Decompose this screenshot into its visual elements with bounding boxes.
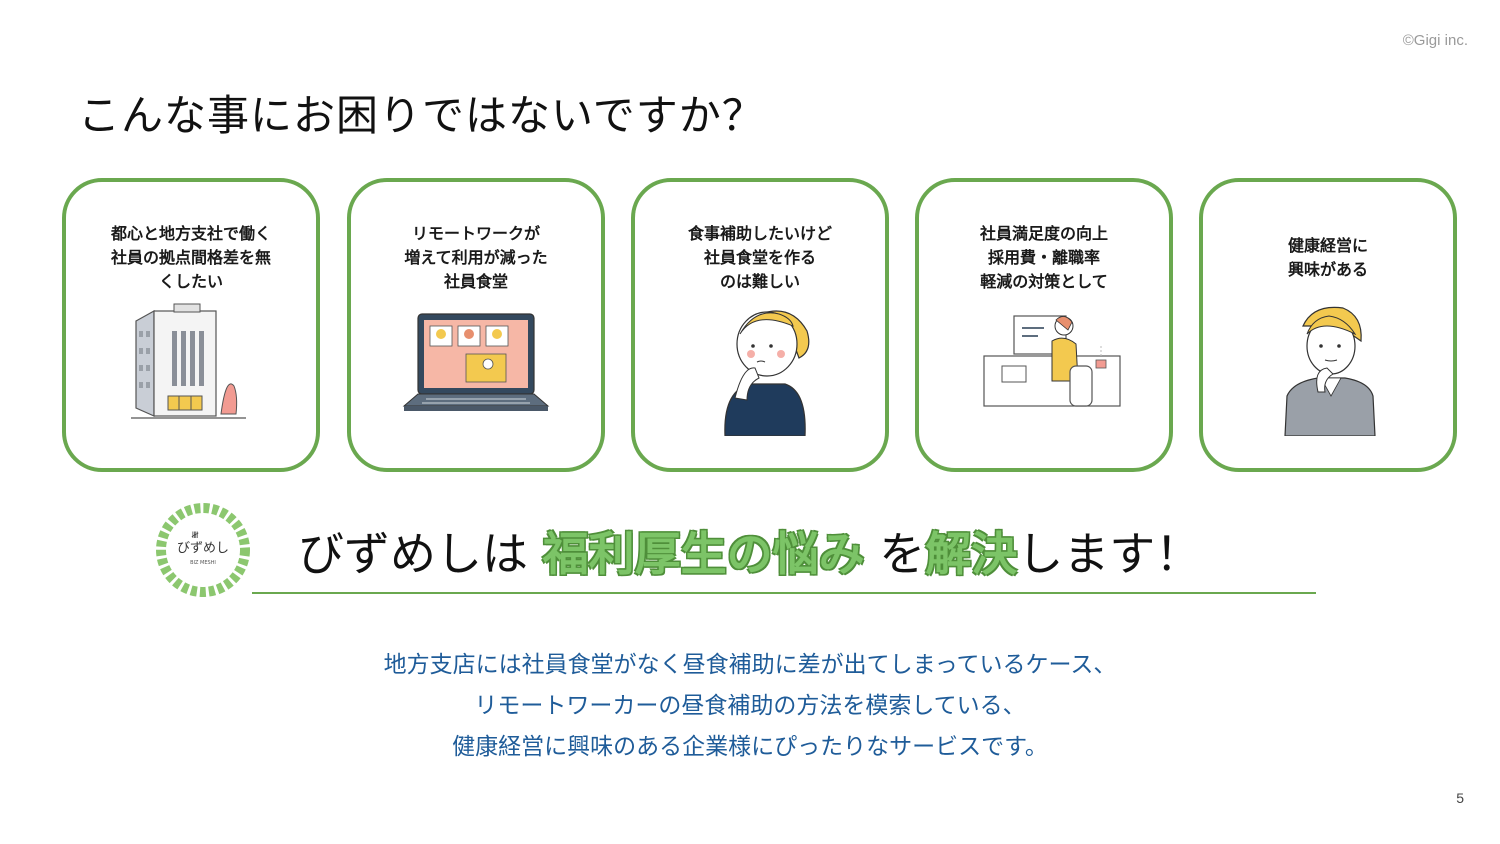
headline-highlight-solve: 解決 (925, 527, 1018, 581)
headline-part2: を (864, 527, 926, 581)
svg-text:𝍸: 𝍸 (191, 531, 199, 541)
headline-divider (252, 592, 1316, 594)
headline-highlight-welfare: 福利厚生の悩み (542, 527, 865, 581)
description-line: 健康経営に興味のある企業様にぴったりなサービスです。 (452, 734, 1048, 760)
card-text: 社員満足度の向上 採用費・離職率 軽減の対策として (979, 224, 1108, 291)
problem-card: 都心と地方支社で働く 社員の拠点間格差を無 くしたい (62, 178, 320, 472)
card-text: リモートワークが 増えて利用が減った 社員食堂 (404, 224, 548, 291)
businessman-thinking-illustration (1203, 296, 1453, 446)
page-number: 5 (1456, 790, 1464, 806)
description-line: 地方支店には社員食堂がなく昼食補助に差が出てしまっているケース、 (383, 652, 1117, 678)
office-building-illustration (66, 296, 316, 446)
headline-part1: びずめしは (298, 527, 543, 581)
problem-cards: 都心と地方支社で働く 社員の拠点間格差を無 くしたい (62, 178, 1462, 476)
desk-worker-illustration (919, 296, 1169, 446)
problem-card: 健康経営に 興味がある (1199, 178, 1457, 472)
headline-part3: します！ (1017, 527, 1202, 581)
card-text: 食事補助したいけど 社員食堂を作る のは難しい (687, 224, 832, 291)
page-title: こんな事にお困りではないですか？ (78, 91, 765, 140)
copyright-notice: ©Gigi inc. (1402, 32, 1468, 49)
service-description: 地方支店には社員食堂がなく昼食補助に差が出てしまっているケース、 リモートワーカ… (0, 645, 1500, 768)
card-text: 都心と地方支社で働く 社員の拠点間格差を無 くしたい (110, 224, 271, 291)
problem-card: リモートワークが 増えて利用が減った 社員食堂 (347, 178, 605, 472)
description-line: リモートワーカーの昼食補助の方法を模索している、 (474, 693, 1026, 719)
logo-text: びずめし (177, 541, 229, 556)
logo-subtext: BIZ MESHI (190, 560, 216, 566)
main-headline: びずめしは 福利厚生の悩み を解決します！ (298, 518, 1201, 584)
card-text: 健康経営に 興味がある (1287, 236, 1368, 279)
bizmeshi-logo: びずめし BIZ MESHI 𝍸 (155, 502, 251, 598)
thinking-woman-illustration (635, 296, 885, 446)
laptop-video-call-illustration (351, 296, 601, 446)
problem-card: 社員満足度の向上 採用費・離職率 軽減の対策として (915, 178, 1173, 472)
problem-card: 食事補助したいけど 社員食堂を作る のは難しい (631, 178, 889, 472)
